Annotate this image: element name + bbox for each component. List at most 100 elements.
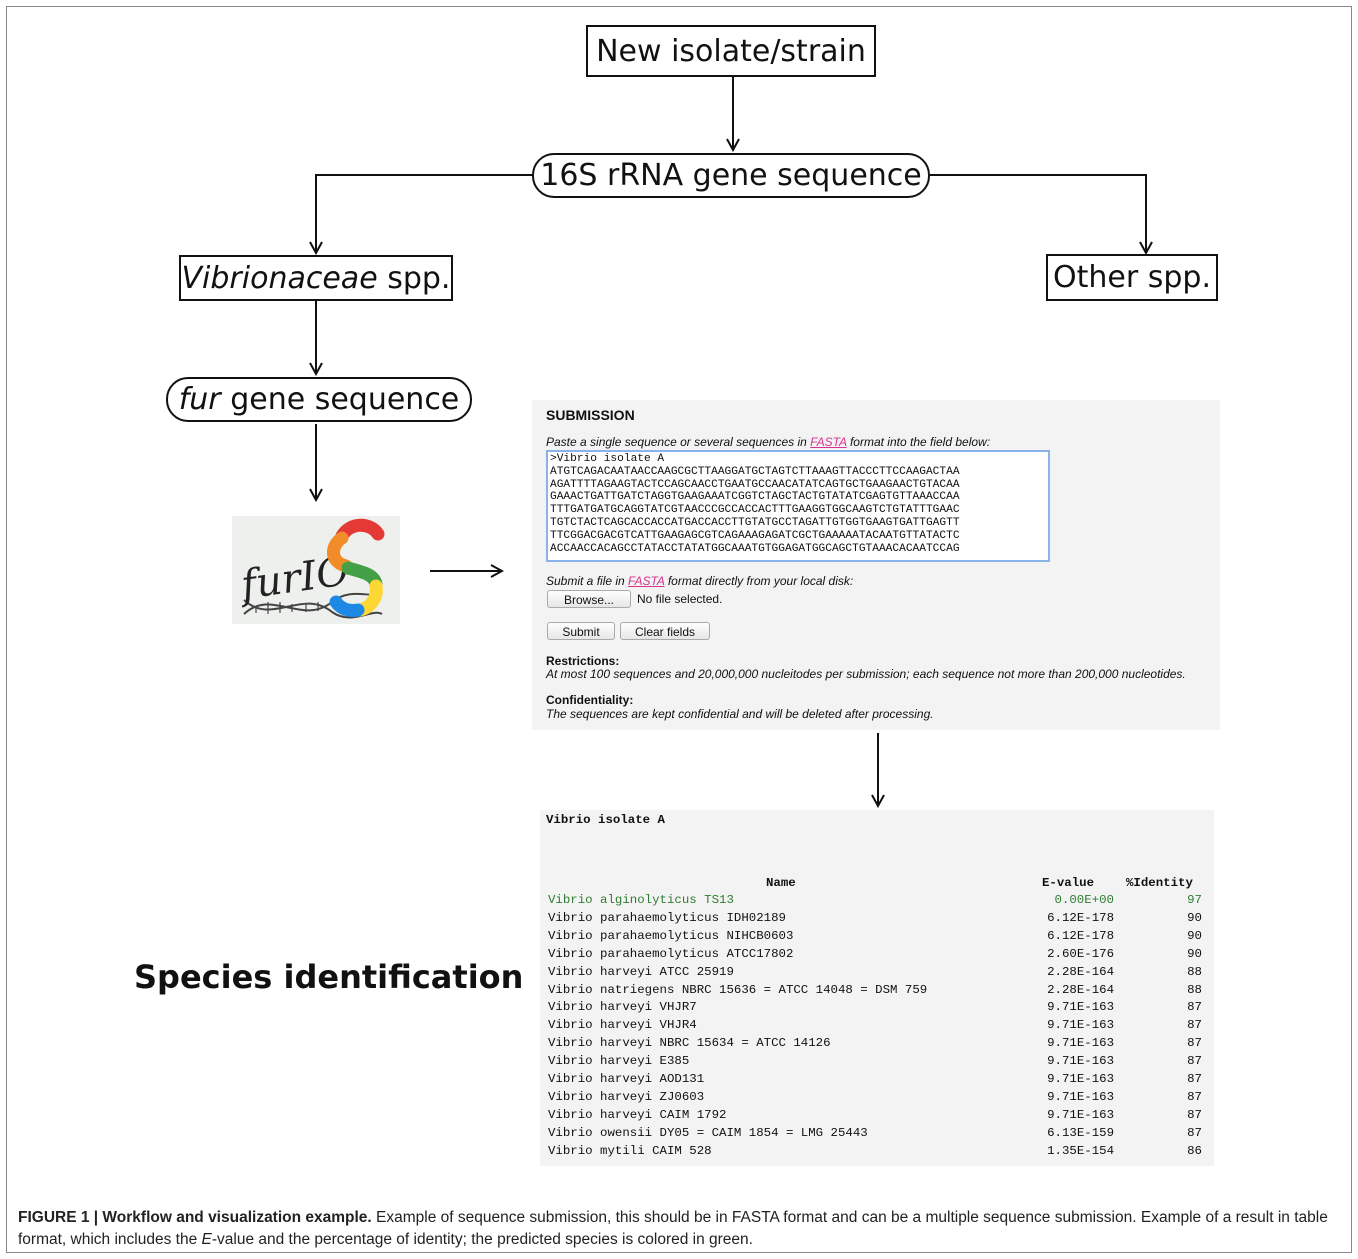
table-row: Vibrio parahaemolyticus IDH02189 6.12E-17…: [548, 911, 1202, 929]
species-name-cell: Vibrio natriegens NBRC 15636 = ATCC 1404…: [548, 982, 928, 997]
fur-sequence-box: fur gene sequence: [166, 377, 472, 422]
submission-panel: SUBMISSION Paste a single sequence or se…: [532, 400, 1220, 730]
file-instruction-post: format directly from your local disk:: [664, 574, 854, 588]
paste-instruction-pre: Paste a single sequence or several seque…: [546, 435, 811, 449]
species-name-cell: Vibrio harveyi ZJ0603: [548, 1089, 705, 1104]
species-name-cell: Vibrio harveyi NBRC 15634 = ATCC 14126: [548, 1036, 831, 1051]
table-row: Vibrio harveyi AOD131 9.71E-163 87: [548, 1072, 1202, 1090]
browse-button[interactable]: Browse...: [547, 590, 631, 608]
species-identification-label: Species identification: [134, 958, 524, 996]
table-row: Vibrio harveyi ATCC 25919 2.28E-164 88: [548, 965, 1202, 983]
fasta-link[interactable]: FASTA: [810, 435, 847, 449]
evalue-cell: 6.13E-159: [1047, 1125, 1114, 1140]
new-isolate-box: New isolate/strain: [586, 25, 876, 77]
table-row: Vibrio owensii DY05 = CAIM 1854 = LMG 25…: [548, 1126, 1202, 1144]
submission-heading: SUBMISSION: [546, 407, 635, 423]
table-row: Vibrio harveyi ZJ0603 9.71E-163 87: [548, 1090, 1202, 1108]
identity-cell: 87: [1187, 1089, 1202, 1104]
submit-button[interactable]: Submit: [547, 622, 615, 640]
species-name-cell: Vibrio harveyi VHJR7: [548, 1000, 697, 1015]
evalue-cell: 1.35E-154: [1047, 1143, 1114, 1158]
other-spp-label: Other spp.: [1053, 260, 1211, 295]
evalue-cell: 0.00E+00: [1054, 893, 1115, 907]
furios-logo: furIO: [232, 516, 400, 624]
vibrionaceae-spp-label: spp.: [377, 260, 451, 296]
figure-frame: [6, 6, 1352, 1253]
table-row: Vibrio harveyi NBRC 15634 = ATCC 14126 9.…: [548, 1036, 1202, 1054]
caption-text-1: Example of sequence submission, this sho…: [18, 1209, 1328, 1248]
evalue-cell: 9.71E-163: [1047, 1072, 1114, 1086]
identity-cell: 87: [1187, 1072, 1202, 1086]
table-row: Vibrio mytili CAIM 528 1.35E-154 86: [548, 1144, 1202, 1162]
paste-instruction-post: format into the field below:: [846, 435, 991, 449]
species-name-cell: Vibrio harveyi E385: [548, 1054, 690, 1069]
identity-cell: 97: [1187, 893, 1202, 907]
evalue-cell: 6.12E-178: [1047, 910, 1114, 925]
fur-italic-label: fur: [178, 382, 221, 417]
arrow-rrna-to-other: [930, 174, 1146, 253]
identity-cell: 90: [1187, 946, 1202, 961]
caption-label: FIGURE 1 | Workflow and visualization ex…: [18, 1209, 372, 1226]
file-instruction: Submit a file in FASTA format directly f…: [546, 574, 853, 588]
evalue-cell: 2.28E-164: [1047, 982, 1114, 997]
clear-fields-button[interactable]: Clear fields: [620, 622, 710, 640]
paste-instruction: Paste a single sequence or several seque…: [546, 435, 990, 449]
fasta-file-link[interactable]: FASTA: [628, 574, 665, 588]
table-row: Vibrio alginolyticus TS13 0.00E+00 97: [548, 893, 1202, 911]
species-name-cell: Vibrio harveyi CAIM 1792: [548, 1107, 727, 1122]
rrna-sequence-box: 16S rRNA gene sequence: [532, 153, 930, 198]
rrna-sequence-label: 16S rRNA gene sequence: [540, 158, 922, 193]
identity-cell: 87: [1187, 1018, 1202, 1033]
evalue-cell: 9.71E-163: [1047, 1018, 1114, 1033]
table-row: Vibrio parahaemolyticus ATCC17802 2.60E-1…: [548, 947, 1202, 965]
results-title: Vibrio isolate A: [546, 813, 665, 827]
vibrionaceae-box: Vibrionaceae spp.: [179, 255, 453, 301]
identity-cell: 90: [1187, 910, 1202, 925]
figure-caption: FIGURE 1 | Workflow and visualization ex…: [18, 1207, 1342, 1251]
species-name-cell: Vibrio mytili CAIM 528: [548, 1143, 712, 1158]
evalue-cell: 9.71E-163: [1047, 1000, 1114, 1015]
table-row: Vibrio natriegens NBRC 15636 = ATCC 1404…: [548, 983, 1202, 1001]
restrictions-text: At most 100 sequences and 20,000,000 nuc…: [546, 667, 1186, 681]
confidentiality-text: The sequences are kept confidential and …: [546, 707, 934, 721]
species-name-cell: Vibrio alginolyticus TS13: [548, 893, 734, 907]
evalue-cell: 9.71E-163: [1047, 1054, 1114, 1069]
table-row: Vibrio harveyi VHJR7 9.71E-163 87: [548, 1000, 1202, 1018]
species-name-cell: Vibrio harveyi AOD131: [548, 1072, 705, 1086]
restrictions-title: Restrictions:: [546, 654, 620, 668]
caption-text-2: -value and the percentage of identity; t…: [211, 1231, 753, 1248]
identity-cell: 87: [1187, 1000, 1202, 1015]
identity-cell: 90: [1187, 928, 1202, 943]
confidentiality-title: Confidentiality:: [546, 693, 634, 707]
header-evalue: E-value: [1042, 876, 1095, 890]
identity-cell: 88: [1187, 964, 1202, 979]
other-spp-box: Other spp.: [1046, 254, 1218, 301]
identity-cell: 87: [1187, 1125, 1202, 1140]
identity-cell: 87: [1187, 1036, 1202, 1051]
species-name-cell: Vibrio owensii DY05 = CAIM 1854 = LMG 25…: [548, 1125, 868, 1140]
table-row: Vibrio harveyi VHJR4 9.71E-163 87: [548, 1018, 1202, 1036]
vibrionaceae-italic-label: Vibrionaceae: [181, 260, 378, 296]
identity-cell: 86: [1187, 1143, 1202, 1158]
species-name-cell: Vibrio parahaemolyticus IDH02189: [548, 910, 786, 925]
evalue-cell: 9.71E-163: [1047, 1107, 1114, 1122]
identity-cell: 88: [1187, 982, 1202, 997]
sequence-textarea[interactable]: >Vibrio isolate A ATGTCAGACAATAACCAAGCGC…: [546, 450, 1050, 562]
caption-evalue-italic: E: [201, 1231, 212, 1248]
species-name-cell: Vibrio harveyi VHJR4: [548, 1018, 697, 1033]
arrow-rrna-to-vibrio: [316, 174, 532, 253]
evalue-cell: 2.28E-164: [1047, 964, 1114, 979]
evalue-cell: 9.71E-163: [1047, 1036, 1114, 1051]
species-name-cell: Vibrio parahaemolyticus NIHCB0603: [548, 928, 794, 943]
header-name: Name: [766, 876, 796, 890]
species-name-cell: Vibrio harveyi ATCC 25919: [548, 964, 734, 979]
fur-gene-sequence-label: gene sequence: [220, 382, 460, 417]
species-name-cell: Vibrio parahaemolyticus ATCC17802: [548, 946, 794, 961]
results-panel: Vibrio isolate A Name E-value %Identity …: [540, 810, 1214, 1166]
evalue-cell: 2.60E-176: [1047, 946, 1114, 961]
evalue-cell: 9.71E-163: [1047, 1089, 1114, 1104]
